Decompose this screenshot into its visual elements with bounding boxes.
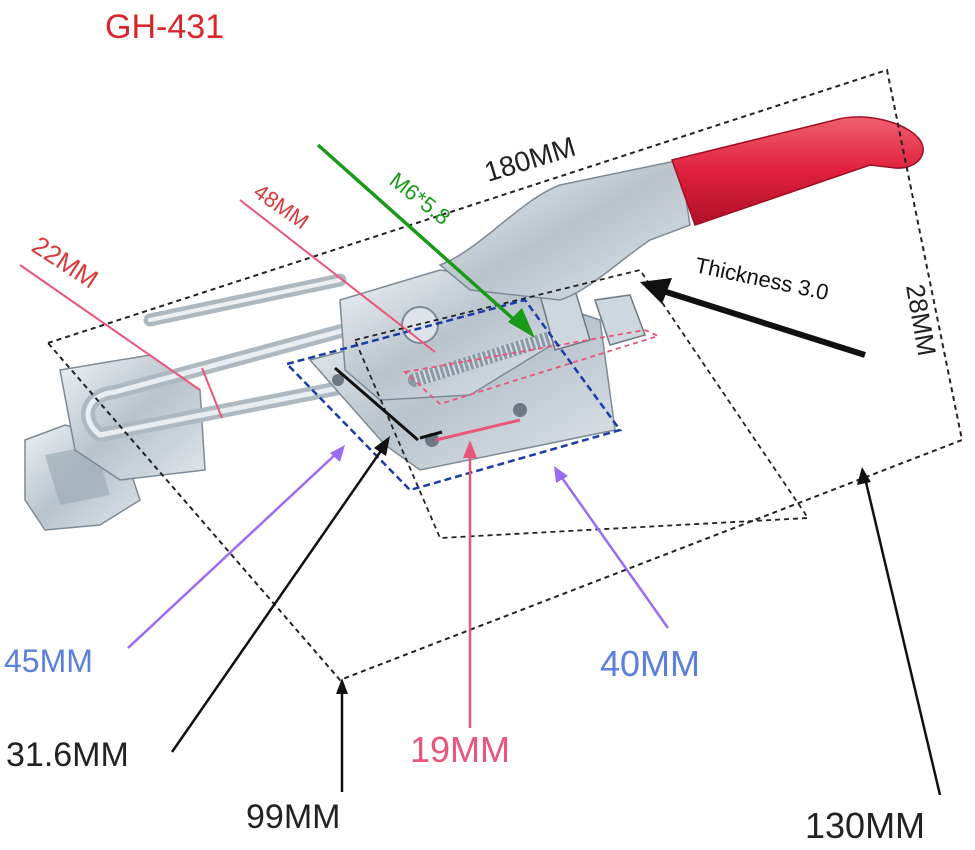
height-label: 28MM — [900, 282, 942, 358]
hole-spacing-b-label: 19MM — [410, 729, 510, 770]
base-width-label: 45MM — [4, 643, 93, 679]
u-bolt-width-label: 22MM — [27, 230, 104, 295]
rod-dimension-box — [403, 329, 661, 406]
nut-2 — [594, 294, 646, 346]
hole-spacing-a-label: 31.6MM — [6, 736, 129, 774]
base-length-label: 40MM — [600, 643, 700, 684]
base-width-leader — [127, 451, 339, 649]
bolt-label: M6*5.8 — [385, 167, 455, 230]
thickness-label: Thickness 3.0 — [693, 252, 831, 305]
width-130-leader — [863, 477, 942, 796]
u-bolt-leader — [19, 264, 201, 391]
red-grip — [671, 116, 924, 226]
lever-arm — [438, 159, 691, 301]
width-130-label: 130MM — [805, 805, 925, 846]
hole-spacing-a-leader — [334, 366, 419, 442]
width-99-label: 99MM — [246, 798, 340, 836]
rod-length-label: 48MM — [249, 179, 313, 235]
dimension-boxes — [46, 68, 964, 682]
thickness-leader — [659, 287, 866, 358]
model-title: GH-431 — [105, 8, 224, 46]
length-overall-label: 180MM — [481, 131, 579, 188]
leader-lines — [19, 143, 942, 796]
base-length-leader — [558, 474, 670, 629]
hole-spacing-b-leader — [435, 418, 521, 442]
mounting-plate-box — [284, 298, 623, 492]
rod-leader — [239, 199, 436, 353]
clamp-illustration — [24, 116, 924, 531]
overall-dimension-box — [46, 68, 964, 682]
bolt-leader — [316, 143, 522, 327]
